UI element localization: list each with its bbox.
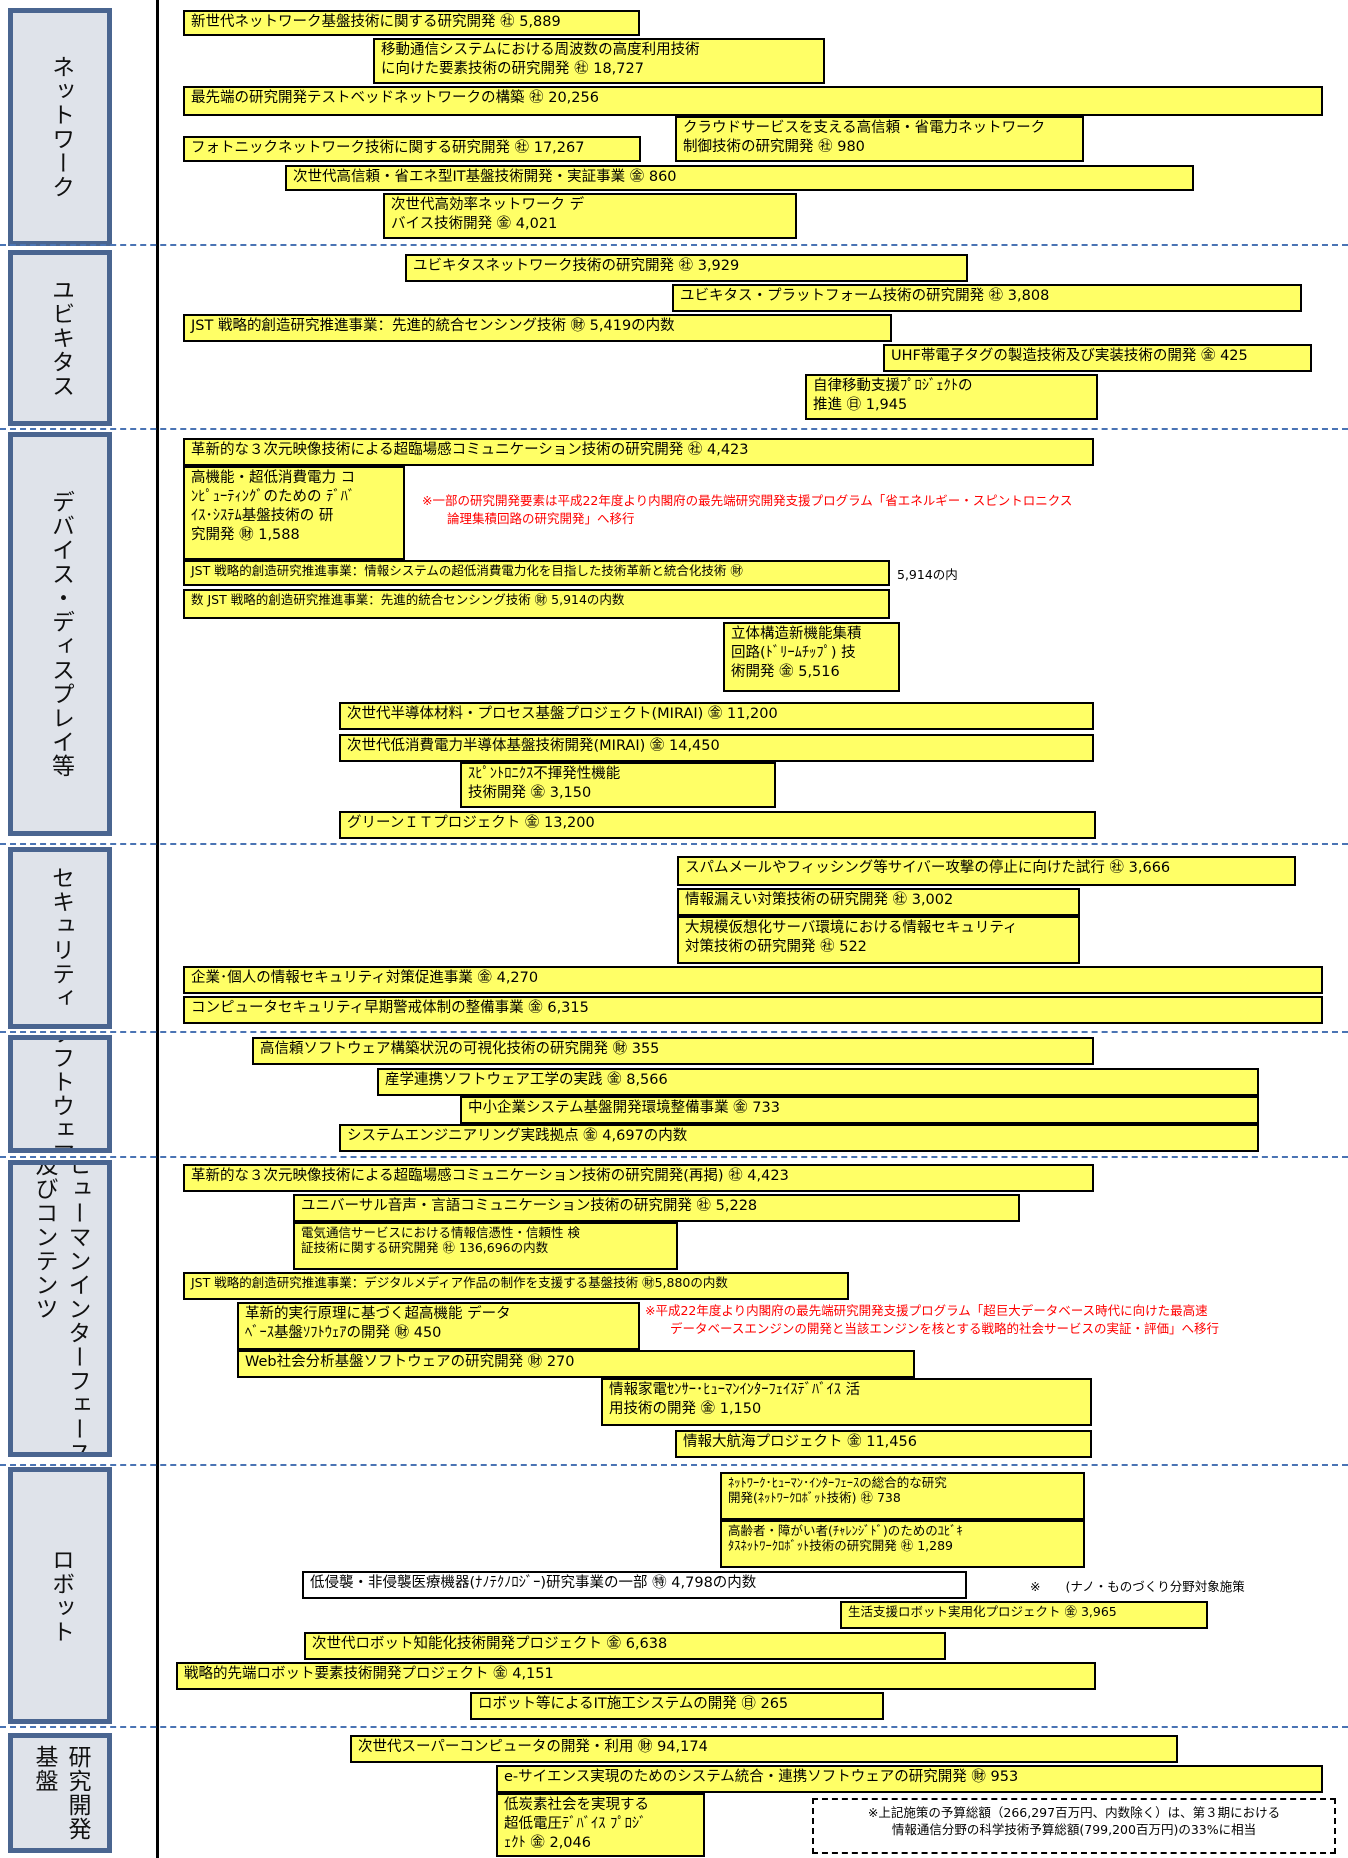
project-box: 数 JST 戦略的創造研究推進事業：先進的統合センシング技術 ㊖ 5,914の内…: [183, 589, 890, 619]
project-box: 次世代半導体材料・プロセス基盤プロジェクト(MIRAI) ㊎ 11,200: [339, 702, 1094, 730]
project-box: 戦略的先端ロボット要素技術開発プロジェクト ㊎ 4,151: [176, 1662, 1096, 1690]
category-box: ソフトウェア: [8, 1035, 112, 1153]
project-box: スパムメールやフィッシング等サイバー攻撃の停止に向けた試行 ㊓ 3,666: [677, 856, 1296, 886]
category-box: デバイス・ディスプレイ等: [8, 432, 112, 836]
category-label: ユビキタス: [47, 278, 74, 398]
category-label: セキュリティ: [47, 866, 74, 1010]
project-box: JST 戦略的創造研究推進事業：情報システムの超低消費電力化を目指した技術革新と…: [183, 560, 890, 586]
project-box: ユニバーサル音声・言語コミュニケーション技術の研究開発 ㊓ 5,228: [293, 1194, 1020, 1222]
project-box: 情報漏えい対策技術の研究開発 ㊓ 3,002: [677, 888, 1080, 916]
section-separator: [0, 1031, 1348, 1033]
section-separator: [0, 1726, 1348, 1728]
project-box: 自律移動支援ﾌﾟﾛｼﾞｪｸﾄの 推進 ㊐ 1,945: [805, 374, 1098, 420]
category-box: 研究開発 基盤: [8, 1733, 112, 1853]
project-box: 最先端の研究開発テストベッドネットワークの構築 ㊓ 20,256: [183, 86, 1323, 116]
transfer-note: ※平成22年度より内閣府の最先端研究開発支援プログラム「超巨大データベース時代に…: [645, 1303, 1220, 1336]
project-box: 産学連携ソフトウェア工学の実践 ㊎ 8,566: [377, 1068, 1259, 1096]
timeline-axis-line: [156, 0, 159, 1858]
category-box: ロボット: [8, 1467, 112, 1724]
project-box: 新世代ネットワーク基盤技術に関する研究開発 ㊓ 5,889: [183, 10, 640, 36]
project-box: 次世代スーパーコンピュータの開発・利用 ㊖ 94,174: [350, 1735, 1178, 1763]
project-box: 移動通信システムにおける周波数の高度利用技術 に向けた要素技術の研究開発 ㊓ 1…: [373, 38, 825, 84]
project-box: 次世代高信頼・省エネ型IT基盤技術開発・実証事業 ㊎ 860: [285, 165, 1194, 191]
project-box: ユビキタスネットワーク技術の研究開発 ㊓ 3,929: [405, 254, 968, 282]
project-box: 大規模仮想化サーバ環境における情報セキュリティ 対策技術の研究開発 ㊓ 522: [677, 916, 1080, 964]
category-box: ヒューマンインターフェース 及びコンテンツ: [8, 1160, 112, 1457]
project-box: 立体構造新機能集積 回路(ﾄﾞﾘｰﾑﾁｯﾌﾟ) 技 術開発 ㊎ 5,516: [723, 622, 900, 692]
project-box: 革新的な３次元映像技術による超臨場感コミュニケーション技術の研究開発(再掲) ㊓…: [183, 1164, 1094, 1192]
section-separator: [0, 1464, 1348, 1466]
project-box: Web社会分析基盤ソフトウェアの研究開発 ㊖ 270: [237, 1350, 915, 1378]
project-box: 情報大航海プロジェクト ㊎ 11,456: [675, 1430, 1092, 1458]
project-box: 電気通信サービスにおける情報信憑性・信頼性 検 証技術に関する研究開発 ㊓ 13…: [293, 1222, 678, 1270]
section-separator: [0, 428, 1348, 430]
project-box: 高信頼ソフトウェア構築状況の可視化技術の研究開発 ㊖ 355: [252, 1037, 1094, 1065]
category-label: デバイス・ディスプレイ等: [47, 490, 74, 778]
project-box: 企業･個人の情報セキュリティ対策促進事業 ㊎ 4,270: [183, 966, 1323, 994]
project-box: 革新的な３次元映像技術による超臨場感コミュニケーション技術の研究開発 ㊓ 4,4…: [183, 438, 1094, 466]
transfer-note: ※一部の研究開発要素は平成22年度より内閣府の最先端研究開発支援プログラム「省エ…: [422, 493, 1073, 526]
category-label: 研究開発 基盤: [31, 1745, 90, 1841]
category-label: ネットワーク: [47, 55, 74, 199]
project-box: JST 戦略的創造研究推進事業：先進的統合センシング技術 ㊖ 5,419の内数: [183, 314, 892, 342]
category-box: ユビキタス: [8, 250, 112, 426]
category-label: ロボット: [47, 1547, 74, 1644]
annotation-text: ※ (ナノ・ものづくり分野対象施策: [1030, 1579, 1245, 1594]
project-box: 次世代低消費電力半導体基盤技術開発(MIRAI) ㊎ 14,450: [339, 734, 1094, 762]
project-box: 情報家電ｾﾝｻｰ･ﾋｭｰﾏﾝｲﾝﾀｰﾌｪｲｽﾃﾞﾊﾞｲｽ 活 用技術の開発 ㊎ …: [601, 1378, 1092, 1426]
annotation-text: 5,914の内: [897, 567, 958, 582]
project-box: ｽﾋﾟﾝﾄﾛﾆｸｽ不揮発性機能 技術開発 ㊎ 3,150: [460, 762, 776, 808]
section-separator: [0, 1156, 1348, 1158]
project-box: 高齢者・障がい者(ﾁｬﾚﾝｼﾞﾄﾞ)のためのﾕﾋﾞｷ ﾀｽﾈｯﾄﾜｰｸﾛﾎﾞｯﾄ…: [720, 1520, 1085, 1568]
category-label: ヒューマンインターフェース 及びコンテンツ: [31, 1160, 90, 1457]
project-box: e‐サイエンス実現のためのシステム統合・連携ソフトウェアの研究開発 ㊖ 953: [496, 1765, 1323, 1793]
project-box: 低炭素社会を実現する 超低電圧ﾃﾞﾊﾞｲｽ ﾌﾟﾛｼﾞ ｪｸﾄ ㊎ 2,046: [496, 1793, 705, 1857]
project-box: 次世代高効率ネットワーク デ バイス技術開発 ㊎ 4,021: [383, 193, 797, 239]
project-box: 低侵襲・非侵襲医療機器(ﾅﾉﾃｸﾉﾛｼﾞｰ)研究事業の一部 ㊕ 4,798の内数: [302, 1571, 967, 1599]
budget-footnote-box: ※上記施策の予算総額（266,297百万円、内数除く）は、第３期における 情報通…: [812, 1798, 1336, 1854]
project-box: システムエンジニアリング実践拠点 ㊎ 4,697の内数: [339, 1124, 1259, 1152]
category-label: ソフトウェア: [47, 1035, 74, 1153]
project-box: 生活支援ロボット実用化プロジェクト ㊎ 3,965: [840, 1601, 1208, 1629]
budget-footnote-text: ※上記施策の予算総額（266,297百万円、内数除く）は、第３期における 情報通…: [867, 1805, 1281, 1837]
project-box: JST 戦略的創造研究推進事業：デジタルメディア作品の制作を支援する基盤技術 ㊖…: [183, 1272, 849, 1300]
category-box: セキュリティ: [8, 847, 112, 1029]
project-box: フォトニックネットワーク技術に関する研究開発 ㊓ 17,267: [183, 136, 641, 162]
project-box: ロボット等によるIT施工システムの開発 ㊐ 265: [470, 1692, 884, 1720]
project-box: 中小企業システム基盤開発環境整備事業 ㊎ 733: [460, 1096, 1259, 1124]
project-box: グリーンＩＴプロジェクト ㊎ 13,200: [339, 811, 1096, 839]
project-box: ユビキタス・プラットフォーム技術の研究開発 ㊓ 3,808: [672, 284, 1302, 312]
project-box: クラウドサービスを支える高信頼・省電力ネットワーク 制御技術の研究開発 ㊓ 98…: [675, 116, 1084, 162]
project-box: UHF帯電子タグの製造技術及び実装技術の開発 ㊎ 425: [883, 344, 1312, 372]
project-box: 次世代ロボット知能化技術開発プロジェクト ㊎ 6,638: [304, 1632, 946, 1660]
project-box: 高機能・超低消費電力 コ ﾝﾋﾟｭｰﾃｨﾝｸﾞのための ﾃﾞﾊﾞ ｲｽ･ｼｽﾃﾑ…: [183, 466, 405, 560]
project-box: 革新的実行原理に基づく超高機能 データ ﾍﾞｰｽ基盤ｿﾌﾄｳｪｱの開発 ㊖ 45…: [237, 1302, 640, 1350]
project-box: ﾈｯﾄﾜｰｸ･ﾋｭｰﾏﾝ･ｲﾝﾀｰﾌｪｰｽの総合的な研究 開発(ﾈｯﾄﾜｰｸﾛﾎ…: [720, 1472, 1085, 1520]
category-box: ネットワーク: [8, 8, 112, 246]
project-box: コンピュータセキュリティ早期警戒体制の整備事業 ㊎ 6,315: [183, 996, 1323, 1024]
section-separator: [0, 244, 1348, 246]
section-separator: [0, 843, 1348, 845]
